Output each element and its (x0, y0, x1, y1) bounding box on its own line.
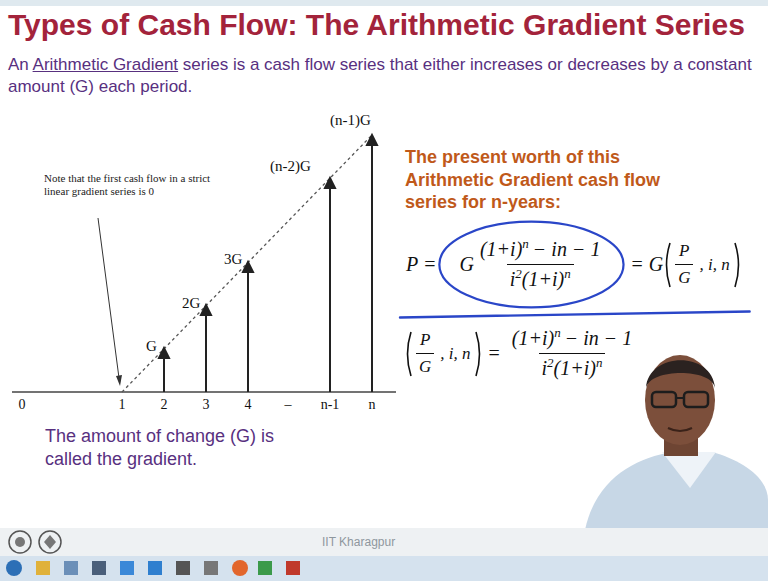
cash-flow-label: G (146, 338, 157, 355)
parenthesis (474, 330, 483, 378)
presenter-figure (585, 355, 768, 530)
exponent: n (554, 325, 561, 340)
period-label: 3 (203, 397, 210, 413)
logo (15, 537, 25, 547)
parenthesis (733, 241, 742, 289)
formula-term: − in − 1 (533, 238, 601, 260)
formula-operator: = (424, 253, 435, 276)
cash-flow-label: 2G (182, 295, 200, 312)
top-strip (0, 0, 768, 6)
exponent: 2 (547, 355, 554, 370)
formula-term: (1+i) (512, 327, 554, 349)
slide-title: Types of Cash Flow: The Arithmetic Gradi… (8, 8, 745, 42)
formula-term: (1+i) (554, 357, 596, 379)
period-label: 4 (245, 397, 252, 413)
fraction: (1+i)n− in − 1 i2(1+i)n (509, 327, 635, 380)
formula-symbol: G (416, 353, 434, 377)
formula-args: , i, n (699, 255, 729, 275)
formula: P G , i, n = (1+i)n− in − 1 i2(1+i)n (404, 327, 638, 380)
watermark: IIT Kharagpur (322, 535, 395, 549)
formula-symbol: G (460, 253, 474, 276)
present-worth-heading: The present worth of this Arithmetic Gra… (405, 146, 677, 214)
formula-term: − in − 1 (565, 327, 633, 349)
period-label: n (369, 397, 376, 413)
taskbar (0, 556, 768, 581)
period-label: – (285, 397, 292, 413)
fraction: (1+i)n− in − 1 i2(1+i)n (477, 238, 603, 291)
period-label: 1 (119, 397, 126, 413)
formula-term: i (542, 357, 548, 379)
formula-symbol: G (649, 253, 663, 276)
ink-circle (439, 222, 623, 308)
cash-flow-label: (n-2)G (270, 158, 311, 175)
formula-term: i (510, 268, 516, 290)
cash-flow-label: (n-1)G (330, 112, 371, 129)
intro-text: An (8, 55, 29, 74)
exponent: n (522, 236, 529, 251)
formula: P = G (1+i)n− in − 1 i2(1+i)n = G P G , … (406, 238, 742, 291)
fraction: P G (675, 241, 693, 288)
diagram-note: Note that the first cash flow in a stric… (44, 172, 216, 198)
period-label: n-1 (321, 397, 340, 413)
formula-term: (1+i) (480, 238, 522, 260)
denominator: i2(1+i)n (539, 353, 606, 380)
denominator: i2(1+i)n (507, 264, 574, 291)
exponent: n (596, 355, 603, 370)
numerator: (1+i)n − in − 1 (509, 327, 635, 353)
intro-term: Arithmetic Gradient (33, 55, 179, 74)
period-label: 0 (19, 397, 26, 413)
period-label: 2 (161, 397, 168, 413)
formula-operator: = (489, 342, 500, 365)
numerator: (1+i)n − in − 1 (477, 238, 603, 264)
formula-symbol: G (675, 264, 693, 288)
formula-operator: = (631, 253, 642, 276)
parenthesis (663, 241, 672, 289)
formula-symbol: P (676, 241, 692, 264)
footer-bar (0, 528, 768, 556)
formula-term: (1+i) (522, 268, 564, 290)
cash-flow-diagram (12, 135, 396, 392)
cash-flow-label: 3G (224, 251, 242, 268)
logo (44, 535, 56, 549)
fraction: P G (416, 330, 434, 377)
taskbar-icons (6, 560, 300, 576)
exponent: 2 (515, 266, 522, 281)
intro-paragraph: An Arithmetic Gradient series is a cash … (8, 54, 760, 98)
gradient-note: The amount of change (G) is called the g… (45, 425, 300, 472)
formula-args: , i, n (440, 344, 470, 364)
parenthesis (404, 330, 413, 378)
formula-symbol: P (406, 253, 418, 276)
formula-symbol: P (417, 330, 433, 353)
logo (9, 531, 31, 553)
exponent: n (564, 266, 571, 281)
ink-underline (400, 311, 750, 317)
logo (39, 531, 61, 553)
